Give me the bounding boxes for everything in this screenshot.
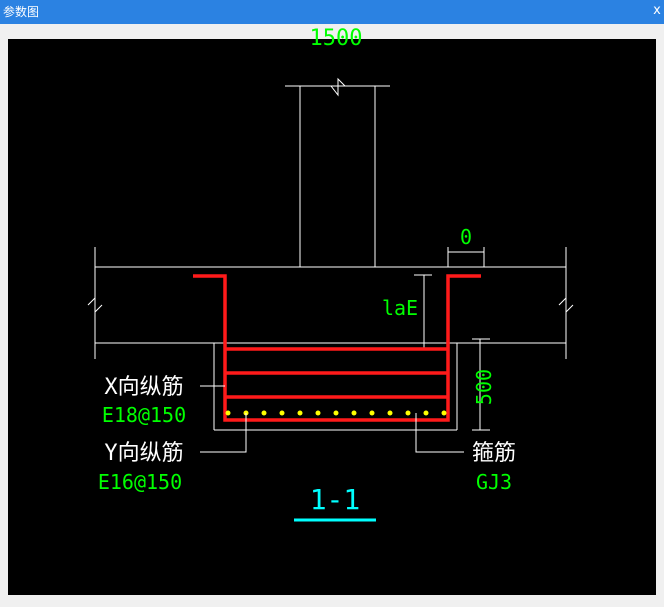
section-drawing: 1500 0 [87, 26, 574, 522]
column-outline [285, 77, 390, 267]
right-break-mark [558, 296, 574, 314]
slab-outline [87, 247, 574, 359]
column-break-mark [330, 77, 346, 97]
left-break-mark [87, 296, 103, 314]
title-bar: 参数图 x [0, 0, 664, 24]
anchorage-dimension-text: laE [382, 296, 418, 320]
depth-dimension [472, 338, 490, 431]
bottom-rebar-dots [225, 410, 447, 416]
close-button[interactable]: x [653, 3, 661, 18]
pit-outline [213, 343, 458, 431]
depth-dimension-text: 500 [472, 369, 496, 405]
stirrup-value: GJ3 [476, 470, 512, 494]
top-dimension-text: 1500 [310, 26, 363, 51]
y-rebar-value: E16@150 [98, 470, 182, 494]
section-title: 1-1 [310, 483, 361, 516]
window-title: 参数图 [3, 5, 40, 19]
y-rebar-label: Y向纵筋 [104, 441, 183, 466]
stirrup-label: 箍筋 [472, 441, 516, 466]
cover-dimension [447, 247, 485, 267]
x-rebar-label: X向纵筋 [104, 375, 183, 400]
leader-lines [200, 385, 464, 453]
cover-dimension-text: 0 [460, 225, 472, 249]
rebar-cage [193, 274, 481, 422]
stirrup-outline [193, 274, 481, 422]
x-rebar-value: E18@150 [102, 403, 186, 427]
drawing-canvas: 1500 0 [8, 26, 656, 595]
